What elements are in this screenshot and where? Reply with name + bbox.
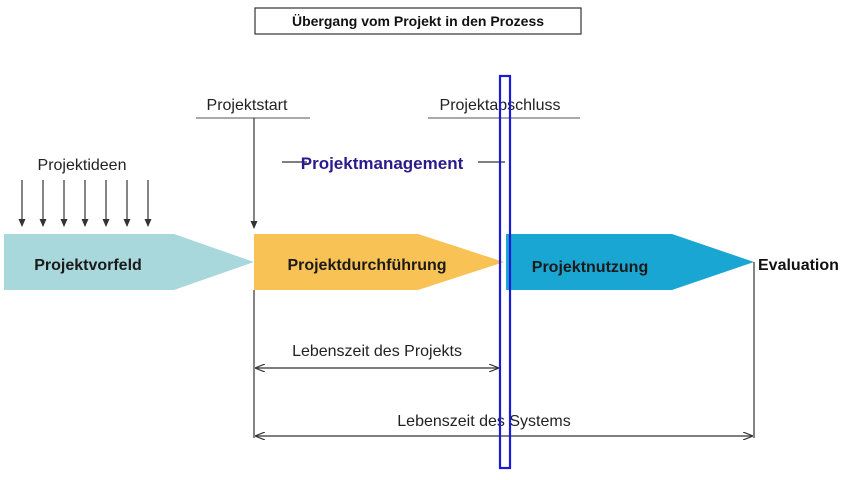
phase-projektnutzung-shape <box>506 234 754 290</box>
phase-projektnutzung-label: Projektnutzung <box>532 259 648 276</box>
label-projektideen: Projektideen <box>38 157 127 174</box>
phase-projektvorfeld-label: Projektvorfeld <box>34 257 142 274</box>
phase-projektdurchfuehrung-shape <box>254 234 504 290</box>
label-projektstart: Projektstart <box>207 97 288 114</box>
label-lebenszeit-system: Lebenszeit des Systems <box>397 413 570 430</box>
phase-projektdurchfuehrung-label: Projektdurchführung <box>287 257 446 274</box>
diagram-title: Übergang vom Projekt in den Prozess <box>292 13 544 29</box>
label-evaluation: Evaluation <box>758 257 839 274</box>
phase-projektvorfeld-shape <box>4 234 254 290</box>
label-lebenszeit-projekt: Lebenszeit des Projekts <box>292 343 462 360</box>
title-box <box>254 7 582 35</box>
idea-arrows <box>18 180 152 227</box>
highlight-box <box>498 74 512 470</box>
label-projektmanagement: Projektmanagement <box>301 154 464 173</box>
